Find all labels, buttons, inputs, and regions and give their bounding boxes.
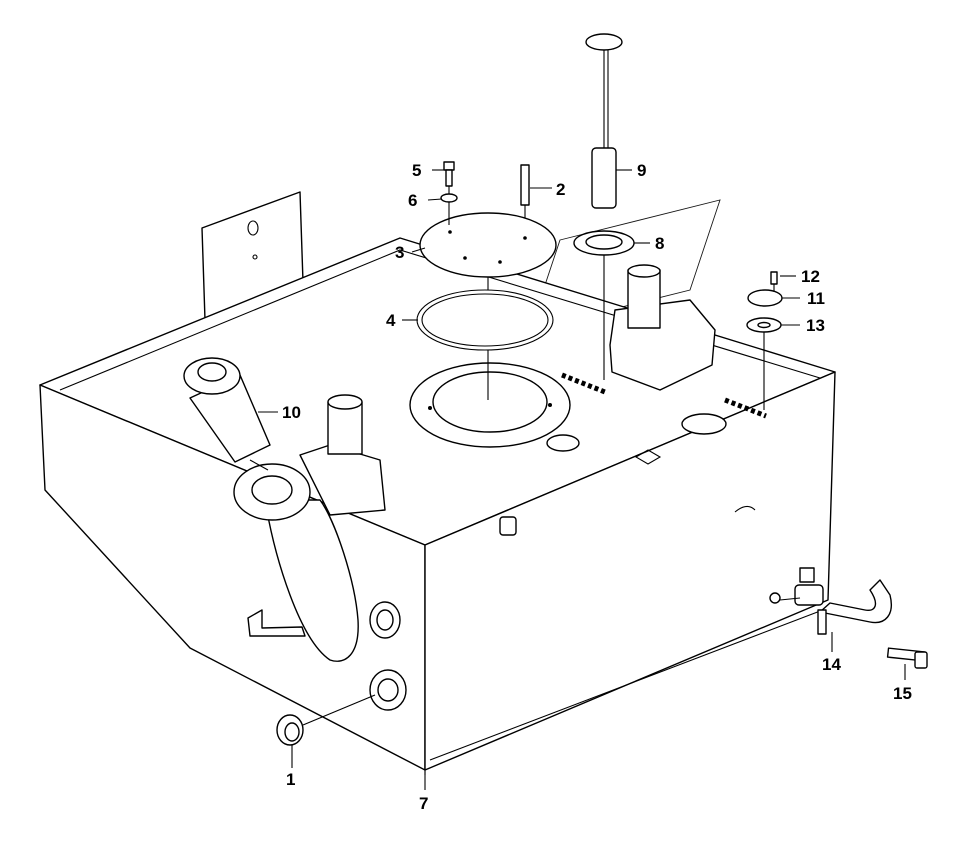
- part-9-level-sender: [585, 33, 623, 209]
- callout-8: 8: [655, 234, 664, 253]
- part-14-clamp: [817, 579, 892, 635]
- side-ports: [369, 601, 407, 711]
- callout-3: 3: [395, 243, 404, 262]
- part-5-bolt: [443, 161, 455, 225]
- part-11-gasket: [747, 289, 783, 307]
- callout-14: 14: [822, 655, 841, 674]
- callout-4: 4: [386, 311, 396, 330]
- callout-1: 1: [286, 770, 295, 789]
- dashed-indicators: [561, 372, 767, 419]
- leader-lines: [258, 169, 906, 790]
- callout-7: 7: [419, 794, 428, 813]
- callout-6: 6: [408, 191, 417, 210]
- callout-9: 9: [637, 161, 646, 180]
- part-12-screw: [770, 271, 778, 292]
- callout-5: 5: [412, 161, 421, 180]
- callout-11: 11: [807, 289, 825, 308]
- callout-2: 2: [556, 180, 565, 199]
- callout-labels: 1 2 3 4 5 6 7 8 9 10 11 12 13 14 15: [282, 161, 912, 813]
- part-3-cover-plate: [419, 212, 557, 278]
- part-15-bolt: [886, 647, 928, 669]
- part-10-filler-strainer: [183, 357, 271, 471]
- part-6-washer: [440, 193, 458, 203]
- part-1-plug: [276, 694, 376, 746]
- part-8-seal-ring: [573, 230, 635, 380]
- callout-15: 15: [893, 684, 912, 703]
- filler-neck: [233, 394, 517, 662]
- drain-valve: [769, 567, 824, 606]
- tank-body: [39, 237, 836, 775]
- callout-12: 12: [801, 267, 820, 286]
- sender-boss: [609, 264, 727, 435]
- callout-10: 10: [282, 403, 301, 422]
- callout-13: 13: [806, 316, 825, 335]
- central-flange: [409, 362, 580, 452]
